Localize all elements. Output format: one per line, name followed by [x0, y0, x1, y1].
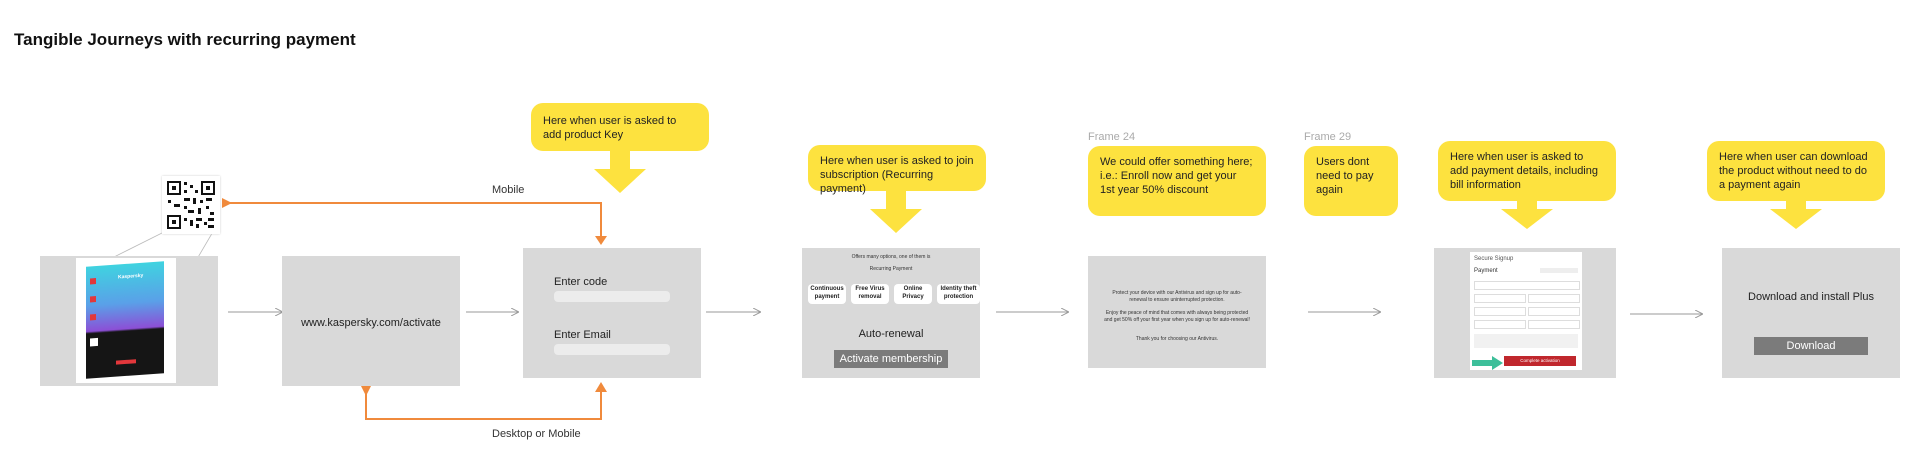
- enter-email-label: Enter Email: [554, 329, 611, 341]
- payment-label: Payment: [1474, 268, 1498, 274]
- last-name-input[interactable]: [1528, 294, 1580, 303]
- option-continuous-payment[interactable]: Continuous payment: [808, 284, 846, 304]
- country-input[interactable]: [1528, 320, 1580, 329]
- download-heading: Download and install Plus: [1748, 291, 1874, 303]
- activate-url-frame: www.kaspersky.com/activate: [282, 256, 460, 386]
- option-free-virus-removal[interactable]: Free Virus removal: [851, 284, 889, 304]
- code-input[interactable]: [554, 291, 670, 302]
- product-name: Kaspersky: [118, 272, 144, 281]
- note-arrow-payment: [1501, 201, 1553, 229]
- download-button[interactable]: Download: [1754, 337, 1868, 355]
- download-frame: Download and install Plus Download: [1722, 248, 1900, 378]
- subscription-caption-2: Recurring Payment: [869, 266, 913, 272]
- zip-input[interactable]: [1474, 320, 1526, 329]
- subscription-caption-1: Offers many options, one of them is: [851, 254, 931, 260]
- frame-24-label: Frame 24: [1088, 131, 1136, 143]
- secure-signup-form: Secure Signup Payment Complete activatio…: [1470, 252, 1582, 370]
- card-number-input[interactable]: [1474, 281, 1580, 290]
- secure-signup-title: Secure Signup: [1474, 256, 1514, 262]
- offer-text-3: Thank you for choosing our Antivirus.: [1135, 336, 1219, 342]
- first-name-input[interactable]: [1474, 294, 1526, 303]
- note-payment: Here when user is asked to add payment d…: [1438, 141, 1616, 201]
- note-product-key: Here when user is asked to add product K…: [531, 103, 709, 151]
- activate-membership-button[interactable]: Activate membership: [834, 350, 948, 368]
- auto-renewal-heading: Auto-renewal: [858, 328, 924, 340]
- desktop-connector: [365, 390, 602, 420]
- activate-url[interactable]: www.kaspersky.com/activate: [301, 317, 441, 329]
- offer-text-1: Protect your device with our Antivirus a…: [1112, 290, 1242, 303]
- note-arrow-download: [1770, 201, 1822, 229]
- subscription-frame: Offers many options, one of them is Recu…: [802, 248, 980, 378]
- terms-checkbox-row[interactable]: [1474, 334, 1578, 348]
- product-frame: Kaspersky: [40, 256, 218, 386]
- enter-code-label: Enter code: [554, 276, 608, 288]
- complete-activation-button[interactable]: Complete activation: [1504, 356, 1576, 366]
- note-arrow-subscription: [870, 191, 922, 233]
- green-arrow-icon: [1472, 356, 1503, 370]
- option-identity-theft-protection[interactable]: Identity theft protection: [937, 284, 980, 304]
- option-online-privacy[interactable]: Online Privacy: [894, 284, 932, 304]
- desktop-mobile-label: Desktop or Mobile: [492, 428, 581, 440]
- enter-code-frame: Enter code Enter Email: [523, 248, 701, 378]
- expiry-input[interactable]: [1474, 307, 1526, 316]
- payment-frame: Secure Signup Payment Complete activatio…: [1434, 248, 1616, 378]
- frame-29-label: Frame 29: [1304, 131, 1352, 143]
- note-arrow-product-key: [594, 151, 646, 193]
- note-subscription: Here when user is asked to join subscrip…: [808, 145, 986, 195]
- note-offer: We could offer something here; i.e.: Enr…: [1088, 146, 1266, 216]
- email-input[interactable]: [554, 344, 670, 355]
- note-no-pay: Users dont need to pay again: [1304, 146, 1398, 216]
- note-download: Here when user can download the product …: [1707, 141, 1885, 201]
- offer-text-2: Enjoy the peace of mind that comes with …: [1104, 310, 1250, 323]
- offer-frame: Protect your device with our Antivirus a…: [1088, 256, 1266, 368]
- mobile-label: Mobile: [492, 184, 525, 196]
- mobile-connector: [228, 202, 602, 238]
- page-title: Tangible Journeys with recurring payment: [14, 30, 356, 49]
- qr-code-icon: [162, 176, 220, 234]
- product-box-illustration: Kaspersky: [86, 261, 164, 379]
- cvc-input[interactable]: [1528, 307, 1580, 316]
